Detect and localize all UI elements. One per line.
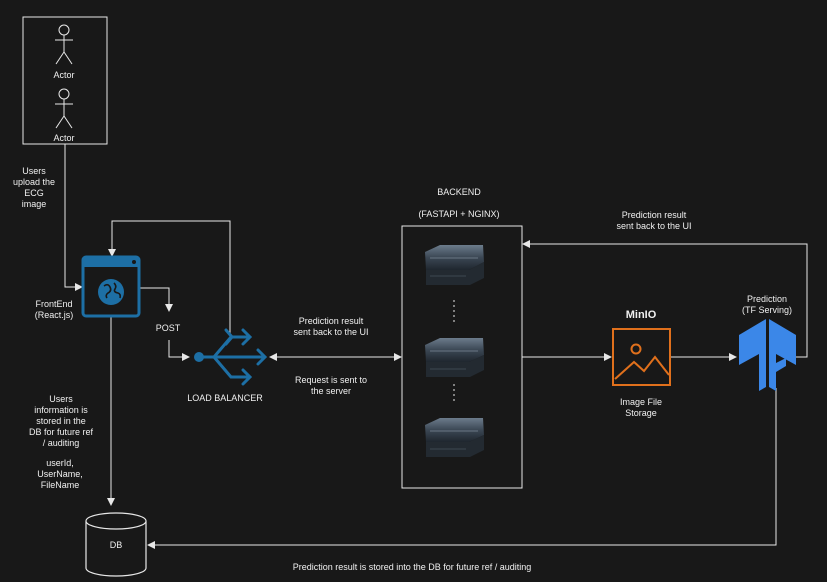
minio-title: MinIO [625,309,657,321]
frontend-label: FrontEnd (React.js) [34,299,74,320]
edge-actor-to-frontend [64,144,83,291]
actor-2-icon [55,88,73,129]
load-balancer-label: LOAD BALANCER [187,393,263,403]
backend-box [401,225,523,489]
actor-1-icon [55,24,73,65]
browser-globe-icon [81,255,141,318]
load-balancer-icon [194,328,268,386]
request-sent-note: Request is sent to the server [294,375,368,396]
server-1-icon [425,245,484,285]
server-2-icon [425,338,484,377]
image-storage-label: Image File Storage [619,397,663,418]
prediction-top-note: Prediction result sent back to the UI [616,210,692,231]
db-label: DB [109,540,123,550]
database-cylinder-icon [85,512,147,577]
actor-1-label: Actor [53,70,75,80]
prediction-result-lb-note: Prediction result sent back to the UI [293,316,369,337]
post-label: POST [155,323,181,333]
tf-serving-label: Prediction (TF Serving) [741,294,792,315]
edge-tf-to-backend [522,240,808,358]
edge-tf-to-db [147,388,777,549]
upload-note: Users upload the ECG image [12,166,56,209]
backend-subtitle: (FASTAPI + NGINX) [418,209,500,219]
edge-lb-to-frontend [108,220,231,335]
image-icon [612,328,671,386]
db-bottom-note: Prediction result is stored into the DB … [292,562,532,572]
tensorflow-icon [739,319,796,391]
edge-frontend-post [140,287,173,312]
fields-note: userId, UserName, FileName [37,458,83,490]
backend-title: BACKEND [437,187,481,197]
edge-post-to-lb [168,340,190,361]
server-3-icon [425,418,484,457]
actor-2-label: Actor [53,133,75,143]
users-info-note: Users information is stored in the DB fo… [28,394,94,448]
